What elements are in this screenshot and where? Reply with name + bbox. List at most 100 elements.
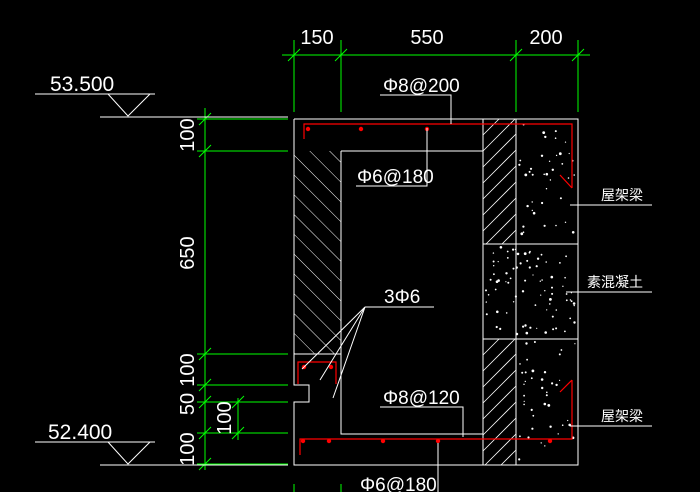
label-bottom-bar: Φ8@120 — [383, 388, 460, 409]
concrete-speckle-dot — [518, 458, 521, 461]
concrete-speckle-dot — [543, 224, 546, 227]
concrete-speckle-dot — [494, 288, 497, 291]
concrete-speckle-dot — [545, 261, 547, 263]
concrete-speckle-dot — [505, 281, 507, 283]
concrete-speckle-dot — [524, 371, 527, 374]
rebar-dot — [435, 438, 441, 444]
dim-left-3: 100 — [177, 353, 199, 386]
concrete-speckle-dot — [561, 424, 564, 427]
concrete-speckle-dot — [540, 154, 544, 157]
concrete-speckle-dot — [541, 279, 543, 281]
concrete-speckle-dot — [531, 427, 534, 430]
concrete-speckle-dot — [567, 419, 569, 422]
concrete-speckle-dot — [512, 267, 515, 270]
concrete-speckle-dot — [541, 201, 544, 205]
rebar-dot — [305, 126, 311, 132]
concrete-speckle-dot — [569, 317, 572, 320]
concrete-speckle-dot — [545, 394, 548, 397]
concrete-speckle-dot — [536, 257, 540, 260]
label-lower-stirrup: Φ6@180 — [360, 475, 437, 492]
concrete-speckle-dot — [512, 301, 515, 303]
label-upper-stirrup: Φ6@180 — [357, 167, 434, 188]
concrete-speckle-dot — [564, 330, 566, 333]
concrete-speckle-dot — [530, 408, 533, 411]
hatch-line — [482, 417, 517, 452]
concrete-speckle-dot — [558, 353, 561, 356]
concrete-speckle-dot — [522, 325, 525, 328]
concrete-speckle-dot — [539, 280, 541, 282]
concrete-speckle-dot — [526, 204, 529, 208]
note-plain-concrete: 素混凝土 — [587, 274, 643, 290]
concrete-speckle-dot — [523, 252, 527, 256]
dim-top-2: 550 — [410, 27, 443, 49]
concrete-speckle-dot — [551, 292, 554, 295]
concrete-speckle-dot — [529, 167, 533, 170]
dim-left-4: 50 — [177, 393, 199, 415]
concrete-speckle-dot — [531, 209, 533, 212]
concrete-speckle-dot — [570, 300, 573, 303]
concrete-speckle-dot — [525, 342, 528, 345]
concrete-speckle-dot — [526, 259, 529, 262]
concrete-speckle-dot — [571, 231, 575, 234]
concrete-speckle-dot — [572, 302, 576, 305]
hatch-line — [482, 118, 500, 136]
concrete-speckle-dot — [574, 343, 576, 345]
hatch-line — [482, 149, 517, 184]
concrete-speckle-dot — [507, 281, 510, 284]
concrete-speckle-dot — [497, 279, 500, 282]
concrete-speckle-dot — [560, 349, 563, 351]
concrete-speckle-dot — [564, 276, 566, 279]
hatch-line — [482, 181, 517, 216]
concrete-speckle-dot — [564, 141, 567, 143]
dim-inner: 100 — [214, 401, 236, 434]
concrete-speckle-dot — [546, 309, 548, 311]
concrete-speckle-dot — [506, 257, 509, 259]
concrete-speckle-dot — [565, 255, 567, 258]
concrete-speckle-dot — [534, 304, 537, 306]
concrete-speckle-dot — [485, 301, 487, 303]
note-roof-beam-upper: 屋架梁 — [601, 187, 643, 203]
concrete-speckle-dot — [528, 266, 531, 269]
concrete-speckle-dot — [523, 400, 525, 402]
concrete-speckle-dot — [519, 159, 522, 162]
hatch-line — [485, 213, 517, 245]
rebar-lines — [297, 123, 573, 455]
concrete-speckle-dot — [549, 425, 552, 428]
concrete-speckle-dot — [531, 201, 533, 203]
dim-left-2: 650 — [177, 236, 199, 269]
concrete-speckle-dot — [549, 179, 552, 181]
dim-top-1: 150 — [300, 27, 333, 49]
rebar-dot — [358, 126, 364, 132]
concrete-speckle-dot — [528, 170, 531, 173]
concrete-speckle-dot — [568, 152, 570, 155]
concrete-speckle-dot — [521, 290, 525, 293]
level-top-value: 53.500 — [50, 73, 114, 96]
concrete-speckle-dot — [540, 294, 542, 296]
concrete-speckle-dot — [515, 266, 518, 269]
concrete-speckle-dot — [519, 435, 521, 438]
level-marker-top — [35, 93, 288, 118]
concrete-speckle-dot — [521, 371, 524, 374]
label-corner-bars: 3Φ6 — [384, 287, 420, 308]
concrete-speckle-dot — [499, 327, 502, 330]
concrete-speckle-dot — [541, 386, 544, 390]
concrete-speckle-dot — [531, 173, 534, 176]
concrete-speckle — [485, 123, 576, 461]
hatch-line — [482, 338, 516, 372]
concrete-speckle-dot — [549, 303, 551, 305]
concrete-speckle-dot — [523, 383, 525, 385]
concrete-speckle-dot — [557, 433, 559, 435]
concrete-speckle-dot — [559, 379, 561, 381]
concrete-speckle-dot — [559, 197, 562, 200]
concrete-speckle-dot — [495, 325, 498, 329]
dim-left-1: 100 — [177, 118, 199, 151]
concrete-speckle-dot — [505, 312, 508, 314]
concrete-speckle-dot — [533, 341, 536, 343]
rebar-dot — [326, 438, 332, 444]
concrete-speckle-dot — [569, 299, 572, 301]
concrete-speckle-dot — [485, 313, 488, 316]
concrete-speckle-dot — [551, 286, 553, 289]
concrete-speckle-dot — [532, 274, 534, 276]
level-marker-bottom — [35, 441, 288, 466]
